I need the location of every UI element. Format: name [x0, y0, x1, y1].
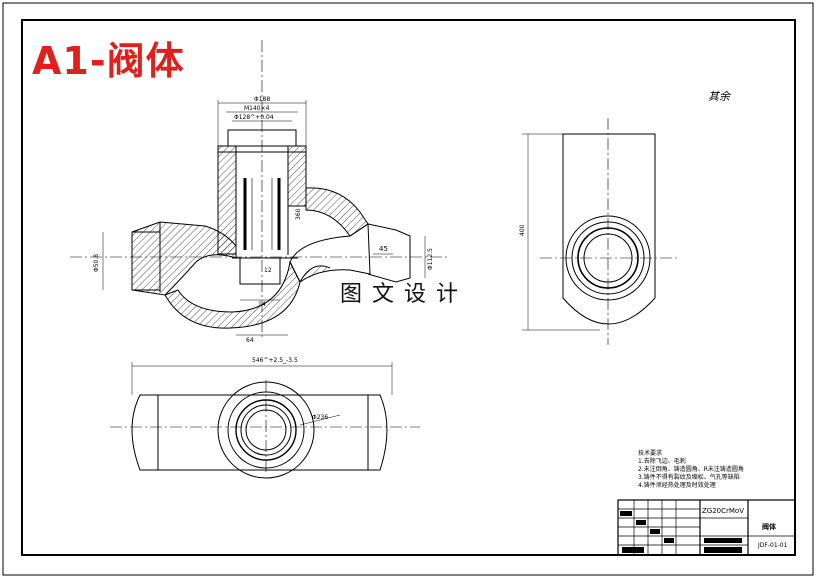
dim-overall-length: 546^+2.5_-3.5	[252, 357, 298, 364]
part-name-label: 阀体	[762, 523, 776, 531]
dim-shaft-dia-2: Φ112.5	[427, 248, 434, 270]
note-item: 4.铸件须经热处理及时效处理	[638, 482, 716, 489]
drawing-number-label: JDF-01-01	[758, 542, 788, 549]
notes-heading: 技术要求	[638, 450, 663, 457]
dim-len-45: 45	[379, 245, 388, 253]
watermark: 图文设计	[340, 282, 469, 307]
drawing-title-label: A1-阀体	[32, 39, 185, 83]
note-item: 3.铸件不得有裂纹及缩松、气孔等缺陷	[638, 474, 740, 481]
side-view	[522, 118, 680, 345]
dim-height-r: 360	[295, 208, 302, 220]
dim-bottom-circle: Φ236	[312, 414, 328, 421]
technical-notes: 技术要求 1.去除飞边、毛刺 2.未注倒角、铸造圆角、R未注铸造圆角 3.铸件不…	[638, 450, 744, 490]
dim-len-64: 64	[246, 337, 254, 344]
dim-top-width-2: M140×4	[244, 105, 270, 112]
note-item: 1.去除飞边、毛刺	[638, 458, 686, 465]
roughness-note: 其余	[708, 90, 730, 103]
top-view	[110, 362, 420, 479]
dim-side-height: 400	[519, 224, 526, 236]
dim-shaft-dia-1: Φ50.8	[93, 254, 100, 272]
inner-border	[21, 19, 796, 556]
dim-len-12: 12	[264, 267, 272, 274]
title-block-fill	[620, 511, 742, 553]
material-label: ZG20CrMoV	[702, 507, 745, 515]
title-block	[617, 499, 796, 556]
dim-len-14: 14	[258, 301, 266, 308]
note-item: 2.未注倒角、铸造圆角、R未注铸造圆角	[638, 466, 744, 473]
dim-bore-fit: Φ128^+0.04	[234, 114, 274, 121]
front-section-view	[70, 40, 450, 340]
dim-top-width-1: Φ188	[254, 96, 270, 103]
